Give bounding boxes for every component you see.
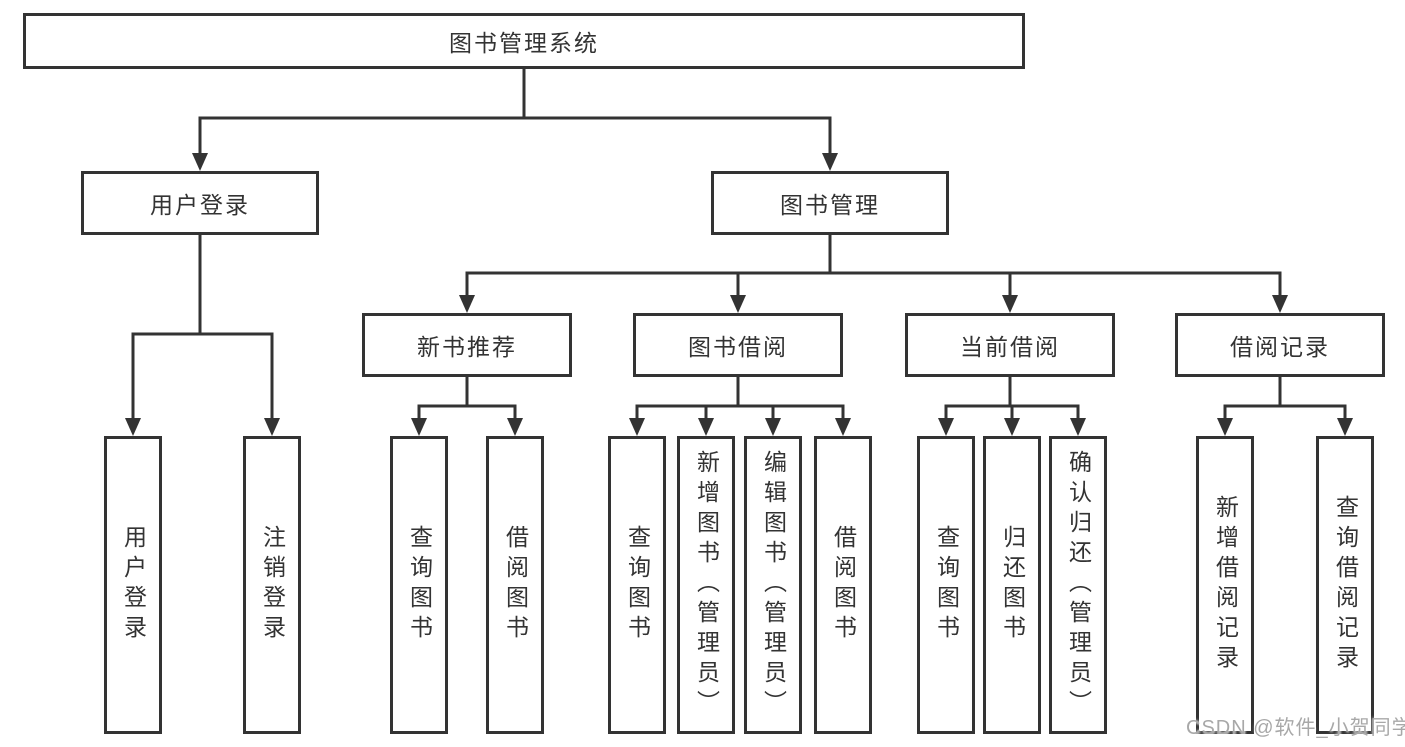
node-label: 用户登录	[150, 192, 250, 218]
node-label: 借阅图书	[502, 525, 529, 645]
node-label: 图书借阅	[688, 334, 788, 360]
node-book-borrowing: 图书借阅	[633, 313, 843, 377]
connector-borrow-records-branch	[1217, 377, 1353, 436]
connector-root-to-level2	[192, 69, 838, 171]
node-label: 图书管理系统	[449, 30, 599, 56]
node-new-book-recommendation: 新书推荐	[362, 313, 572, 377]
node-leaf-add-borrow-record: 新增借阅记录	[1196, 436, 1254, 734]
node-leaf-confirm-return-admin: 确认归还（管理员）	[1049, 436, 1107, 734]
node-leaf-user-login: 用户登录	[104, 436, 162, 734]
node-leaf-return-books: 归还图书	[983, 436, 1041, 734]
node-label: 归还图书	[999, 525, 1026, 645]
node-label: 用户登录	[120, 525, 147, 645]
node-leaf-borrow-books: 借阅图书	[814, 436, 872, 734]
node-label: 新增图书（管理员）	[693, 450, 720, 720]
node-label: 注销登录	[259, 525, 286, 645]
connector-book-mgmt-to-level3	[459, 235, 1288, 313]
node-leaf-borrow-books-recommendation: 借阅图书	[486, 436, 544, 734]
connector-current-borrowing-branch	[938, 377, 1086, 436]
node-library-management-system: 图书管理系统	[23, 13, 1025, 69]
csdn-watermark: CSDN @软件_小贺同学	[1186, 717, 1405, 739]
node-label: 图书管理	[780, 192, 880, 218]
node-borrowing-records: 借阅记录	[1175, 313, 1385, 377]
node-label: 查询借阅记录	[1332, 495, 1359, 675]
node-leaf-add-book-admin: 新增图书（管理员）	[677, 436, 735, 734]
node-leaf-query-books-borrowing: 查询图书	[608, 436, 666, 734]
node-label: 新书推荐	[417, 334, 517, 360]
connector-user-login-branch	[125, 235, 280, 436]
node-current-borrowing: 当前借阅	[905, 313, 1115, 377]
node-label: 确认归还（管理员）	[1065, 450, 1092, 720]
node-label: 新增借阅记录	[1212, 495, 1239, 675]
node-label: 当前借阅	[960, 334, 1060, 360]
node-user-login-module: 用户登录	[81, 171, 319, 235]
node-label: 查询图书	[406, 525, 433, 645]
node-book-management-module: 图书管理	[711, 171, 949, 235]
node-leaf-edit-book-admin: 编辑图书（管理员）	[744, 436, 802, 734]
connector-new-book-branch	[411, 377, 523, 436]
node-label: 借阅图书	[830, 525, 857, 645]
node-label: 编辑图书（管理员）	[760, 450, 787, 720]
node-leaf-logout: 注销登录	[243, 436, 301, 734]
node-leaf-query-borrow-record: 查询借阅记录	[1316, 436, 1374, 734]
node-leaf-query-books-recommendation: 查询图书	[390, 436, 448, 734]
connector-book-borrowing-branch	[629, 377, 851, 436]
node-label: 查询图书	[933, 525, 960, 645]
node-label: 查询图书	[624, 525, 651, 645]
node-label: 借阅记录	[1230, 334, 1330, 360]
node-leaf-query-books-current: 查询图书	[917, 436, 975, 734]
